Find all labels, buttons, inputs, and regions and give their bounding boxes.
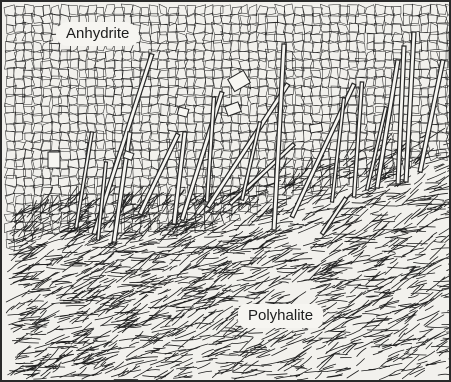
anhydrite-block	[309, 123, 322, 133]
anhydrite-block	[177, 107, 189, 117]
needle-crystal	[352, 82, 363, 197]
anhydrite-block	[48, 152, 60, 168]
anhydrite-label: Anhydrite	[56, 22, 139, 46]
needle-crystal	[418, 60, 445, 173]
polyhalite-label: Polyhalite	[238, 304, 323, 328]
polyhalite-fiber-texture	[6, 128, 451, 379]
